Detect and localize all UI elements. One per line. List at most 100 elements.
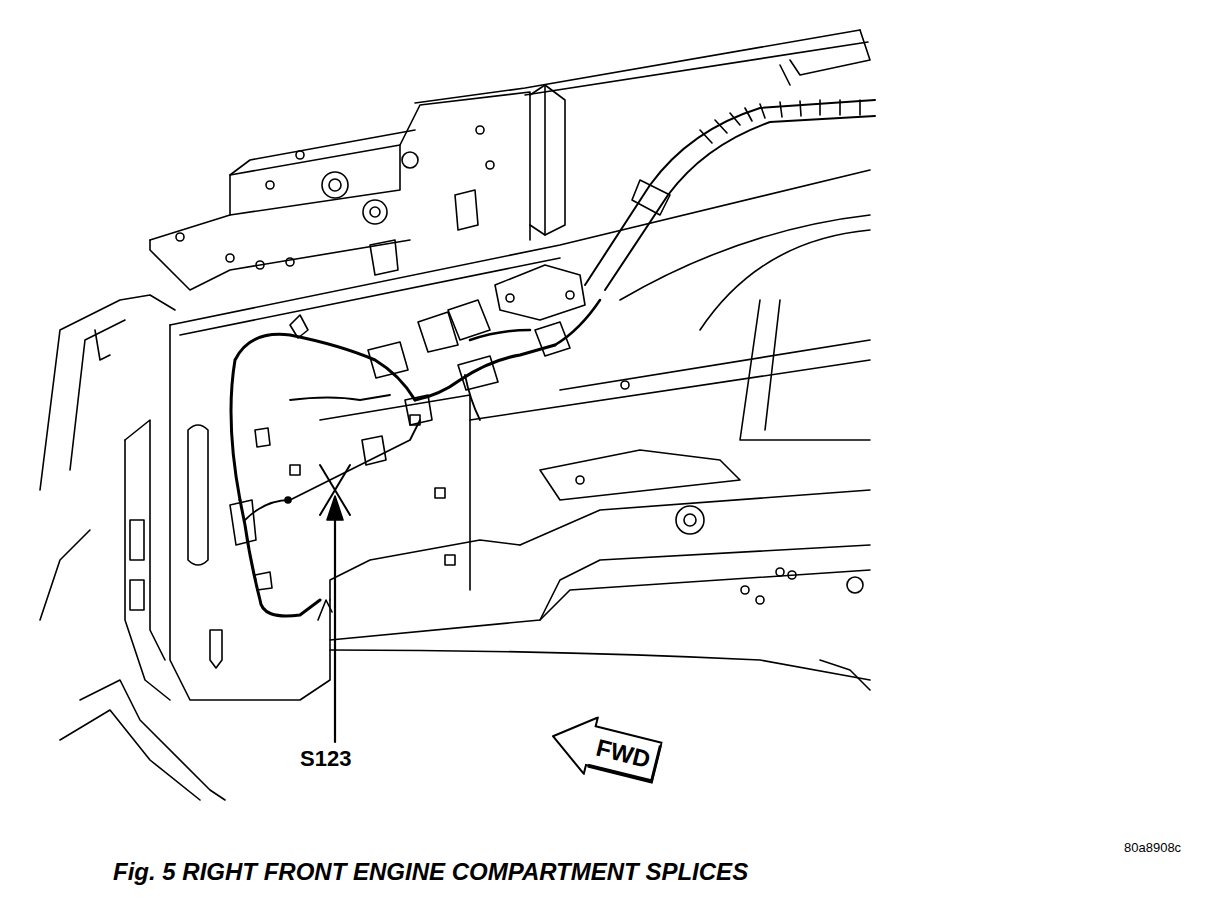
panel-hole: [756, 596, 764, 604]
fender: [40, 295, 175, 490]
panel-hole: [776, 568, 784, 576]
panel-hole: [847, 577, 863, 593]
inner-fender: [700, 230, 870, 330]
panel-hole: [296, 151, 304, 159]
wire: [470, 330, 530, 340]
panel-hole: [621, 381, 629, 389]
panel-hole: [684, 514, 696, 526]
direction-arrow: FWD: [545, 707, 665, 792]
panel-hole: [741, 586, 749, 594]
support-panel: [230, 145, 400, 215]
bolt: [506, 294, 514, 302]
clip: [370, 240, 398, 275]
harness-sleeve: [230, 500, 256, 545]
wiring-harness: [240, 500, 320, 616]
wheelhouse: [540, 570, 870, 620]
fender: [40, 530, 90, 620]
fender: [70, 320, 125, 470]
fender: [95, 330, 110, 360]
leader-line: [334, 506, 336, 742]
bracket: [495, 265, 585, 320]
panel-hole: [370, 207, 380, 217]
inner-panel: [170, 325, 330, 700]
strut: [530, 85, 565, 235]
body-line: [415, 30, 860, 103]
panel-hole: [402, 152, 418, 168]
connector: [458, 356, 498, 390]
panel-hole: [329, 179, 341, 191]
square-hole: [290, 465, 300, 475]
inner-fender: [820, 660, 870, 690]
slot: [130, 520, 144, 560]
clip: [318, 600, 332, 620]
centre-panel: [320, 395, 470, 590]
body-line: [790, 30, 870, 75]
inner-fender: [765, 300, 780, 430]
inner-panel: [125, 420, 165, 660]
panel-hole: [266, 181, 274, 189]
figure-caption: Fig. 5 RIGHT FRONT ENGINE COMPARTMENT SP…: [113, 858, 748, 886]
hose-ribs: [700, 100, 860, 143]
hose: [585, 100, 875, 285]
panel-hole: [486, 161, 494, 169]
hose: [605, 116, 875, 290]
wiring-harness: [415, 345, 555, 400]
hose-clamp: [632, 180, 670, 215]
lower-body: [60, 710, 200, 800]
centre-panel: [330, 540, 520, 600]
clip: [455, 190, 478, 230]
panel-edge: [170, 170, 870, 325]
connector: [405, 395, 432, 425]
panel-hole: [676, 506, 704, 534]
support-panel: [230, 130, 415, 175]
body-line: [780, 65, 790, 85]
clip: [255, 428, 270, 447]
inner-fender: [620, 215, 870, 300]
square-hole: [435, 488, 445, 498]
support-panel: [150, 92, 530, 240]
strut: [544, 85, 546, 235]
connector: [448, 300, 490, 340]
clip: [290, 315, 308, 338]
wiring-harness: [231, 334, 415, 500]
panel-hole: [176, 233, 184, 241]
slot: [188, 425, 208, 565]
arrow-shape: [546, 708, 664, 790]
slot: [210, 630, 222, 668]
panel-edge: [180, 258, 560, 335]
connector: [368, 342, 408, 378]
leader-arrowhead: [327, 496, 343, 520]
callout-number: S123: [300, 746, 351, 772]
connector: [535, 322, 570, 356]
wheelhouse: [330, 650, 870, 680]
body-line: [525, 42, 868, 95]
slot: [130, 580, 144, 610]
figure-id: 80a8908c: [1124, 840, 1181, 855]
panel-hole: [363, 200, 387, 224]
panel-hole: [256, 261, 264, 269]
wire: [245, 420, 420, 520]
connector: [362, 436, 386, 465]
wire: [290, 395, 390, 400]
rail: [540, 450, 740, 500]
wire: [555, 300, 600, 345]
wheelhouse: [330, 545, 870, 640]
lower-body: [80, 680, 225, 800]
panel-hole: [286, 258, 294, 266]
bolt: [566, 291, 574, 299]
rail: [560, 340, 870, 390]
inner-panel: [125, 440, 170, 700]
support-panel: [150, 240, 410, 290]
panel-hole: [576, 476, 584, 484]
clip: [255, 572, 272, 590]
inner-fender: [740, 300, 870, 440]
panel-hole: [226, 254, 234, 262]
rail: [470, 360, 870, 420]
panel-hole: [476, 126, 484, 134]
wire-end: [285, 497, 291, 503]
wire: [465, 375, 480, 420]
arrow-shadow: [588, 730, 661, 782]
panel-hole: [788, 571, 796, 579]
panel-hole: [322, 172, 348, 198]
square-hole: [445, 555, 455, 565]
